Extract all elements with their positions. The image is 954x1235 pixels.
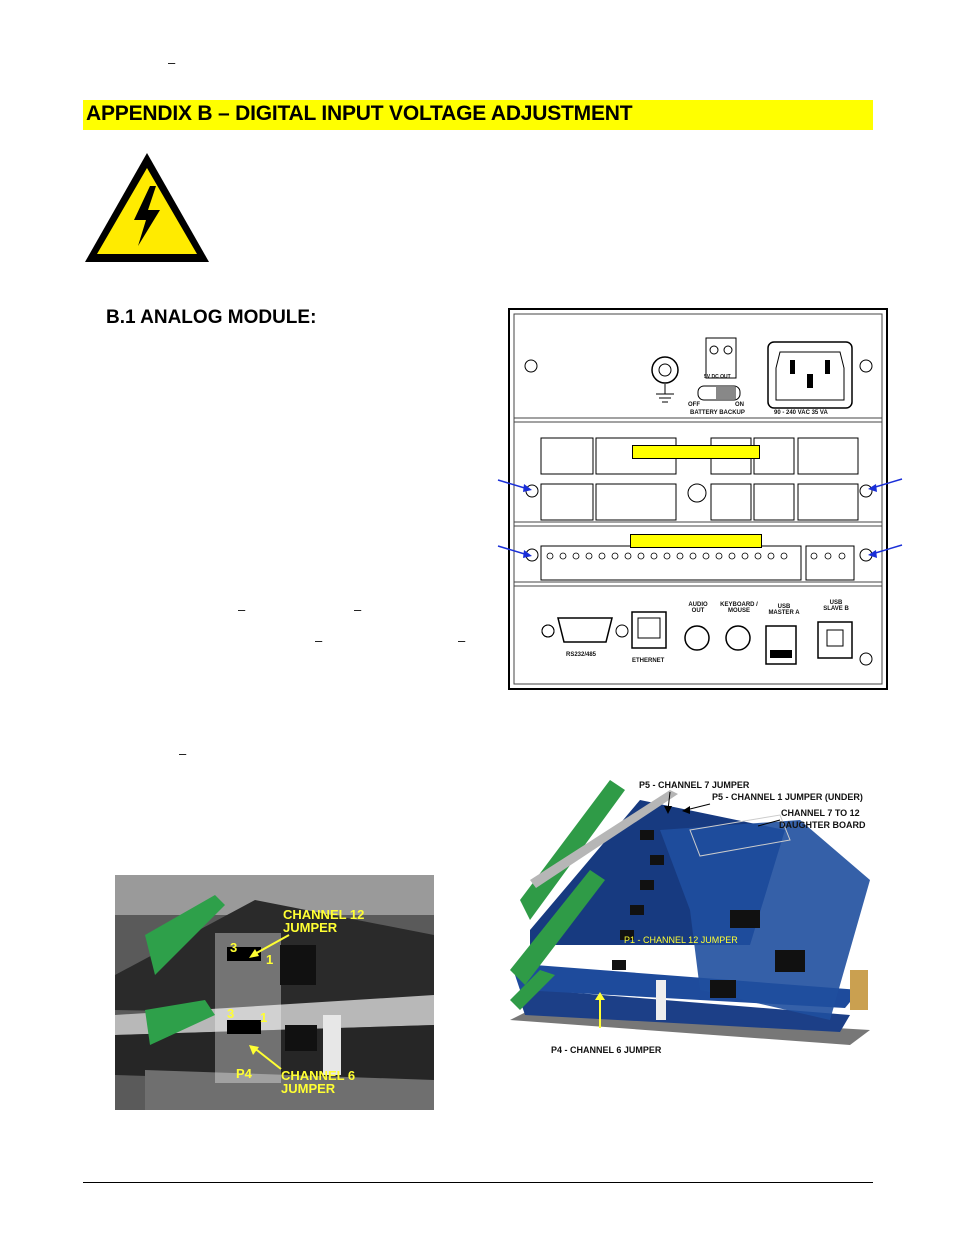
- pin1-top-label: 1: [266, 952, 274, 967]
- channel12-arrow-icon: [249, 934, 290, 958]
- pin3-bottom-label: 3: [227, 1006, 235, 1021]
- channel12-jumper-label-1: CHANNEL 12: [283, 907, 365, 922]
- pin3-top-label: 3: [230, 940, 238, 955]
- rear-panel-diagram: OFF ON BATTERY BACKUP 5V DC OUT 90 - 240…: [508, 308, 888, 690]
- appendix-title-highlight: [83, 100, 873, 130]
- jumper-closeup-photo-left: CHANNEL 12 JUMPER 3 1 3 1 P4 CHANNEL 6 J…: [115, 875, 434, 1110]
- board-stack-illustration: [500, 770, 880, 1060]
- upper-terminal-label-box: [632, 445, 760, 459]
- daughter-board-label-1: CHANNEL 7 TO 12: [781, 808, 860, 818]
- p5-channel7-label: P5 - CHANNEL 7 JUMPER: [639, 780, 750, 790]
- audio-out-label: AUDIO OUT: [688, 602, 708, 614]
- body-dash-3: –: [315, 633, 323, 648]
- arrow-left-upper-icon: [497, 479, 532, 492]
- channel6-arrow-icon: [249, 1045, 282, 1070]
- footer-rule: [83, 1182, 873, 1183]
- daughter-board-label-2: DAUGHTER BOARD: [779, 820, 866, 830]
- channel6-jumper-label-1: CHANNEL 6: [281, 1068, 356, 1083]
- battery-on-label: ON: [735, 402, 744, 408]
- body-dash-2: –: [354, 602, 362, 617]
- p5-channel1-label: P5 - CHANNEL 1 JUMPER (UNDER): [712, 792, 863, 802]
- lower-terminal-label-box: [630, 534, 762, 548]
- ethernet-label: ETHERNET: [632, 658, 665, 664]
- p1-channel12-label: P1 - CHANNEL 12 JUMPER: [624, 935, 738, 945]
- body-dash-4: –: [458, 633, 466, 648]
- analog-module-photo-right: P5 - CHANNEL 7 JUMPER P5 - CHANNEL 1 JUM…: [500, 770, 880, 1060]
- battery-backup-label: BATTERY BACKUP: [690, 410, 745, 416]
- channel12-jumper-label-2: JUMPER: [283, 920, 338, 935]
- p4-label: P4: [236, 1066, 252, 1081]
- header-dash: –: [168, 55, 176, 70]
- channel6-jumper-label-2: JUMPER: [281, 1081, 336, 1096]
- right-photo-callout-arrows: [664, 791, 781, 827]
- arrow-left-lower-icon: [497, 545, 532, 558]
- high-voltage-warning-icon: [85, 153, 209, 262]
- body-dash-5: –: [179, 746, 187, 761]
- pin1-bottom-label: 1: [260, 1010, 268, 1025]
- p4-channel6-label: P4 - CHANNEL 6 JUMPER: [551, 1045, 662, 1055]
- arrow-right-upper-icon: [868, 478, 903, 492]
- dc-out-label: 5V DC OUT: [704, 374, 731, 380]
- jumper-closeup-illustration: [115, 875, 434, 1110]
- rs232-label: RS232/485: [566, 652, 597, 658]
- arrow-right-lower-icon: [868, 544, 903, 558]
- usb-slave-label: USB SLAVE B: [823, 600, 849, 612]
- battery-off-label: OFF: [688, 402, 700, 408]
- usb-master-label: USB MASTER A: [768, 604, 800, 616]
- body-dash-1: –: [238, 602, 246, 617]
- p4-callout-arrow: [595, 992, 605, 1028]
- section-title: B.1 ANALOG MODULE:: [106, 307, 317, 328]
- rear-panel-drawing: [508, 308, 888, 690]
- appendix-title: APPENDIX B – DIGITAL INPUT VOLTAGE ADJUS…: [86, 102, 633, 125]
- power-rating-label: 90 - 240 VAC 35 VA: [774, 410, 828, 416]
- keyboard-mouse-label: KEYBOARD / MOUSE: [720, 602, 758, 614]
